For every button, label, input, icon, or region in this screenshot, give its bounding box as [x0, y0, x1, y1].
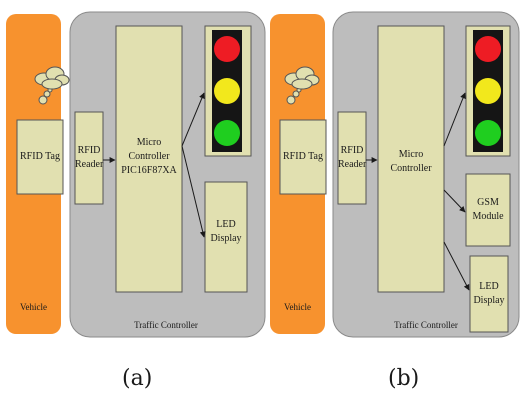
- led-display-label-b: LED Display: [473, 281, 505, 306]
- led-display-label-a: LED Display: [210, 219, 242, 244]
- traffic-controller-label-b: Traffic Controller: [394, 320, 458, 330]
- led-display-block-b: [469, 255, 509, 333]
- gsm-module-label-b: GSM Module: [472, 197, 504, 222]
- arrow-mcu-to-gsm-b: [443, 189, 466, 213]
- micro-controller-label-b: Micro Controller: [390, 149, 432, 174]
- micro-controller-label-a: Micro Controller PIC16F87XA: [121, 137, 177, 176]
- vehicle-label-a: Vehicle: [20, 302, 47, 312]
- yellow-light-b: [475, 78, 501, 104]
- micro-controller-block-b: [377, 25, 445, 293]
- arrow-mcu-to-light-a: [181, 92, 205, 147]
- green-light-a: [214, 120, 240, 146]
- yellow-light-a: [214, 78, 240, 104]
- thought-cloud-icon-b: [284, 66, 320, 105]
- rfid-reader-block-b: [337, 111, 367, 205]
- arrow-mcu-to-led-b: [443, 241, 470, 291]
- rfid-reader-label-b: RFID Reader: [338, 145, 367, 170]
- traffic-controller-label-a: Traffic Controller: [134, 320, 198, 330]
- micro-controller-block-a: [115, 25, 183, 293]
- gsm-module-block-b: [465, 173, 511, 247]
- arrow-mcu-to-light-b: [443, 92, 466, 147]
- caption-a: (a): [122, 366, 153, 391]
- rfid-reader-label-a: RFID Reader: [75, 145, 104, 170]
- red-light-a: [214, 36, 240, 62]
- green-light-b: [475, 120, 501, 146]
- rfid-tag-label-a: RFID Tag: [20, 151, 60, 162]
- arrow-mcu-to-led-a: [181, 145, 206, 238]
- rfid-tag-label-b: RFID Tag: [283, 151, 323, 162]
- rfid-tag-block-b: [279, 119, 327, 195]
- caption-b: (b): [388, 366, 420, 391]
- thought-cloud-icon-a: [34, 66, 70, 105]
- rfid-reader-block-a: [74, 111, 104, 205]
- rfid-tag-block-a: [16, 119, 64, 195]
- led-display-block-a: [204, 181, 248, 293]
- vehicle-label-b: Vehicle: [284, 302, 311, 312]
- red-light-b: [475, 36, 501, 62]
